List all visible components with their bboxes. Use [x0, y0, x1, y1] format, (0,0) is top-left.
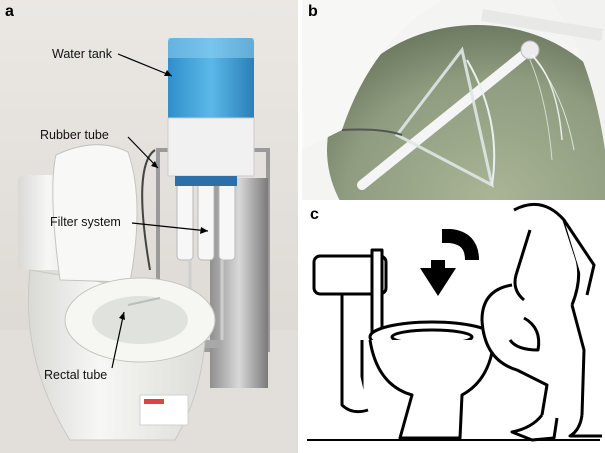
filter-cartridge: [218, 181, 236, 261]
water-tank-arrow: [117, 53, 173, 77]
person-legs: [480, 283, 549, 416]
panel-letter-b: b: [308, 3, 318, 20]
rectal-tube-arrow: [111, 311, 125, 369]
toilet-cistern: [312, 254, 388, 296]
water-tank: [168, 38, 254, 123]
label-rectal-tube: Rectal tube: [44, 368, 108, 382]
filter-system-arrow: [131, 222, 209, 232]
rectal-tube: [357, 43, 537, 190]
label-water-tank: Water tank: [52, 47, 112, 61]
usage-instruction-drawing: [307, 202, 602, 442]
panel-a-photo: a Water tank Rubber tube Filter system R…: [0, 0, 298, 453]
label-rubber-tube: Rubber tube: [40, 128, 109, 142]
toilet-apparatus-photo: [0, 0, 298, 453]
filter-cartridge: [176, 181, 194, 261]
panel-letter-c: c: [310, 206, 319, 223]
panel-c-illustration: c: [302, 200, 605, 453]
toilet-lid: [52, 144, 138, 283]
rectal-tube-closeup-photo: [302, 0, 605, 200]
panel-b-photo: b: [302, 0, 605, 200]
filter-cartridge: [197, 181, 215, 261]
panel-letter-a: a: [5, 3, 14, 20]
sit-down-arrow: [442, 229, 479, 261]
rubber-tube-arrow: [127, 136, 159, 169]
label-filter-system: Filter system: [50, 215, 121, 229]
